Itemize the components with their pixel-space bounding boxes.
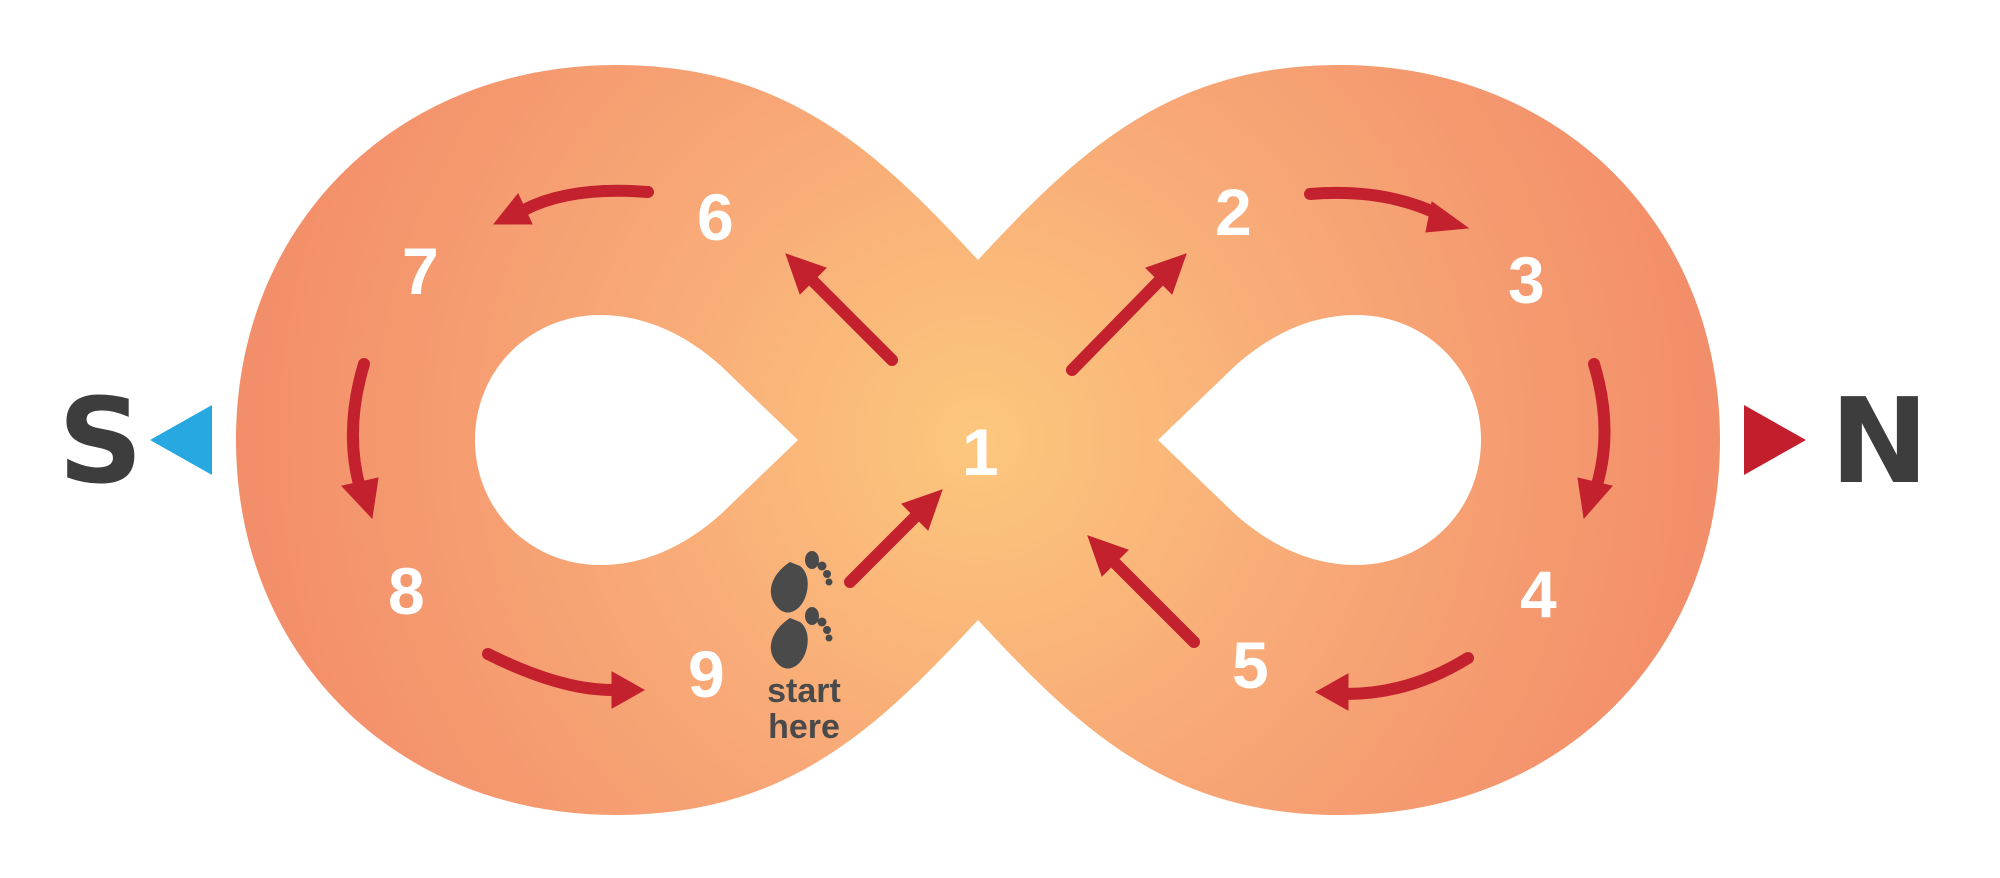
arrow-6-to-7	[518, 184, 654, 216]
arrow-5-to-1	[1106, 554, 1200, 648]
figure-eight-band	[236, 65, 1720, 815]
arrow-9-to-1	[844, 508, 924, 588]
north-label: N	[1830, 372, 1929, 510]
step-1: 1	[962, 415, 999, 489]
triangle-left-icon	[150, 405, 212, 475]
arrow-head-6-to-7	[492, 193, 533, 225]
start-label-line-1: start	[767, 672, 841, 710]
arrow-head-4-to-5	[1314, 673, 1349, 711]
arrow-head-2-to-3	[1425, 201, 1470, 233]
arrow-head-8-to-9	[611, 671, 646, 709]
step-8: 8	[388, 554, 425, 628]
step-numbers: 1 2 3 4 5 6 7 8 9	[388, 175, 1557, 711]
arrow-1-to-6	[804, 272, 898, 366]
step-3: 3	[1508, 243, 1545, 317]
arrow-head-3-to-4	[1577, 477, 1613, 520]
arrow-8-to-9	[482, 648, 618, 696]
step-4: 4	[1520, 557, 1557, 631]
step-2: 2	[1215, 175, 1252, 249]
start-marker: start here	[767, 551, 841, 746]
route-arrows	[341, 184, 1613, 711]
arrow-head-1-to-2	[1145, 253, 1187, 295]
arrow-head-5-to-1	[1087, 535, 1129, 577]
arrow-3-to-4	[1588, 358, 1611, 494]
step-7: 7	[402, 234, 439, 308]
step-5: 5	[1232, 628, 1269, 702]
footprints-icon	[770, 551, 833, 669]
left-loop-hole	[475, 315, 798, 565]
south-label: S	[58, 372, 143, 510]
step-9: 9	[688, 637, 725, 711]
triangle-right-icon	[1744, 405, 1806, 475]
arrow-head-1-to-6	[785, 253, 827, 295]
arrow-4-to-5	[1340, 652, 1474, 700]
arrow-2-to-3	[1304, 186, 1446, 221]
step-6: 6	[697, 180, 734, 254]
south-indicator: S	[58, 372, 212, 510]
right-loop-hole	[1158, 315, 1481, 565]
arrow-1-to-2	[1066, 272, 1168, 376]
arrow-head-7-to-8	[341, 477, 379, 520]
start-label-line-2: here	[768, 708, 840, 746]
arrow-head-9-to-1	[901, 489, 943, 531]
arrow-7-to-8	[346, 358, 370, 494]
north-indicator: N	[1744, 372, 1929, 510]
